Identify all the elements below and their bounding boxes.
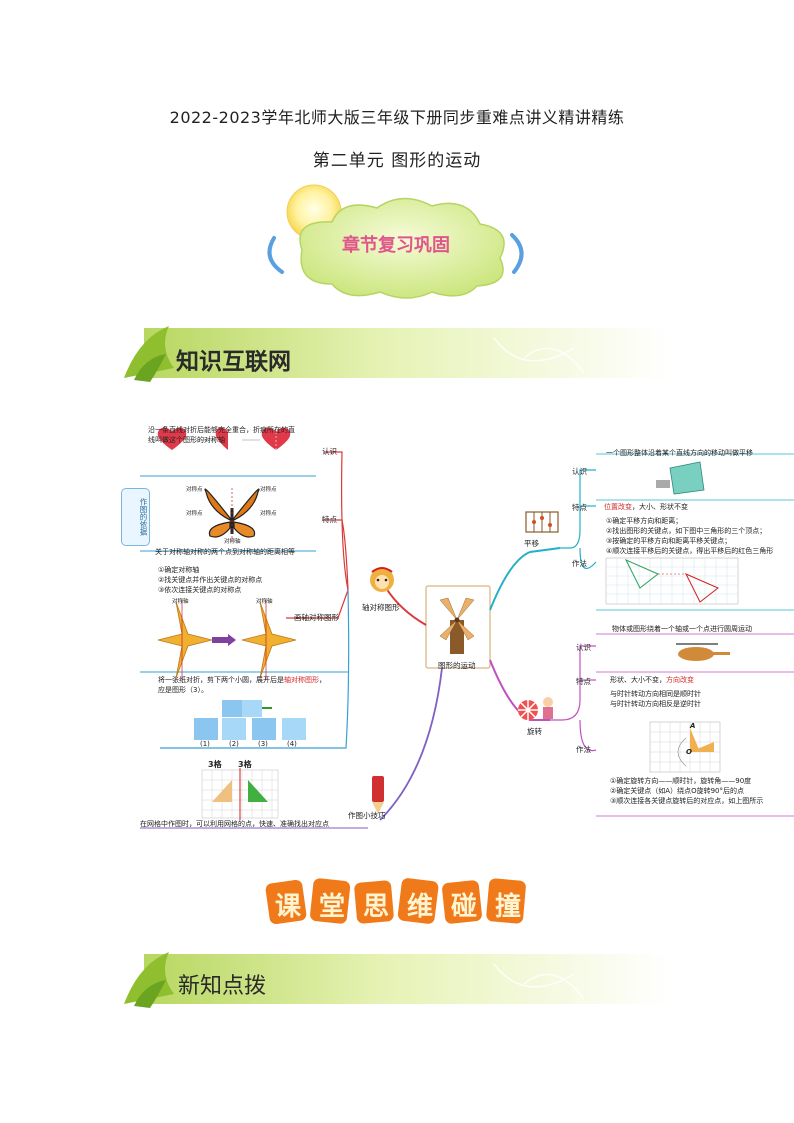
chapter-badge-label: 章节复习巩固: [342, 235, 450, 256]
fold-answer: 应是图形（3）。: [158, 686, 208, 694]
mind-map: [140, 424, 794, 829]
translation-label: 平移: [524, 539, 539, 548]
translation-step-1: ①确定平移方向和距离；: [606, 517, 683, 525]
butterfly-icon: [204, 488, 260, 542]
chapter-badge-graphic: [267, 184, 524, 299]
translation-grid: [605, 557, 739, 605]
knowledge-net-banner: [124, 326, 670, 382]
rotation-recognize-text: 物体或图形绕着一个轴或一个点进行圆周运动: [612, 625, 752, 633]
butterfly-label-point-4: 对称点: [260, 511, 277, 517]
translation-feature-label: 特点: [572, 503, 587, 512]
rotation-label: 旋转: [527, 727, 542, 736]
classroom-char-5: 碰: [451, 892, 478, 922]
abacus-icon: [525, 511, 559, 533]
windmill-icon: [439, 597, 475, 654]
helicopter-icon: [676, 643, 730, 661]
heart-fold-sequence: [157, 424, 291, 454]
classroom-char-3: 思: [363, 892, 390, 922]
tips-grid-label-right: 3格: [238, 760, 252, 769]
rotation-point-a: A: [690, 722, 696, 730]
translation-step-3: ③按确定的平移方向和距离平移关键点；: [606, 537, 732, 545]
unit-title: 第二单元 图形的运动: [312, 151, 482, 171]
monkey-icon: [370, 567, 394, 592]
fold-option-images: [194, 700, 306, 740]
butterfly-label-point-2: 对称点: [260, 487, 277, 493]
draw-step-1: ①确定对称轴: [158, 566, 200, 574]
tips-grid: [201, 768, 279, 820]
translation-recognize-text: 一个图形整体沿着某个直线方向的移动叫做平移: [606, 449, 753, 457]
draw-axis-label: 画轴对称图形: [294, 613, 339, 622]
fold-question: 将一张纸对折，剪下两个小圆，展开后是轴对称图形，: [158, 676, 326, 684]
draw-axis-label-right: 对称轴: [256, 599, 273, 605]
fold-option-2: (2): [229, 740, 239, 748]
classroom-char-4: 维: [407, 892, 434, 922]
center-node-label: 图形的运动: [438, 661, 476, 670]
spinner-icon: [518, 700, 538, 720]
rotation-grid: [649, 721, 721, 773]
rotation-method-label: 作法: [576, 745, 591, 754]
axis-recognize-label: 认识: [322, 447, 337, 456]
translation-step-2: ②找出图形的关键点，如下图中三角形的三个顶点；: [606, 527, 767, 535]
rotation-step-2: ②确定关键点（如A）绕点O旋转90°后的点: [610, 787, 744, 795]
rotation-feature-label: 特点: [576, 677, 591, 686]
axis-recognize-text-2: 线叫做这个图形的对称轴: [148, 436, 225, 444]
rotation-point-o: O: [686, 748, 692, 756]
fold-option-3: (3): [258, 740, 268, 748]
drawing-basis-box: 作图的依据: [121, 488, 150, 546]
tips-label: 作图小技巧: [348, 811, 386, 820]
draw-axis-label-left: 对称轴: [172, 599, 189, 605]
butterfly-label-point-3: 对称点: [186, 511, 203, 517]
translation-recognize-label: 认识: [572, 467, 587, 476]
sliding-box-icon: [656, 461, 705, 495]
axis-recognize-text-1: 沿一条直线对折后能够完全重合，折痕所在的直: [148, 426, 295, 434]
tips-grid-label-left: 3格: [208, 760, 222, 769]
star-shape-left: [157, 600, 213, 680]
new-points-banner: [124, 952, 670, 1008]
classroom-title: 课 堂 思 维 碰 撞: [258, 872, 538, 932]
draw-step-2: ②找关键点并作出关键点的对称点: [158, 576, 263, 584]
butterfly-label-point-1: 对称点: [186, 487, 203, 493]
classroom-char-1: 课: [275, 892, 302, 922]
classroom-char-2: 堂: [319, 892, 346, 922]
axis-feature-label: 特点: [322, 515, 337, 524]
translation-method-label: 作法: [572, 559, 587, 568]
fold-option-1: (1): [200, 740, 210, 748]
rotation-step-1: ①确定旋转方向——顺时针，旋转角——90度: [610, 777, 752, 785]
rotation-step-3: ③顺次连接各关键点旋转后的对应点，如上图所示: [610, 797, 764, 805]
document-title: 2022-2023学年北师大版三年级下册同步重难点讲义精讲精练: [169, 108, 625, 127]
translation-feature-text: 位置改变，大小、形状不变: [604, 503, 688, 511]
axis-feature-text: 关于对称轴对称的两个点到对称轴的距离相等: [155, 548, 295, 556]
rotation-intro-2: 与时针转动方向相反是逆时针: [610, 700, 701, 708]
new-points-title: 新知点拨: [178, 974, 267, 999]
girl-icon: [543, 697, 553, 719]
draw-step-3: ③依次连接关键点的对称点: [158, 586, 242, 594]
butterfly-label-axis: 对称轴: [224, 539, 241, 545]
pencil-icon: [372, 776, 384, 814]
translation-step-4: ④顺次连接平移后的关键点，得出平移后的红色三角形: [606, 547, 774, 555]
rotation-recognize-label: 认识: [576, 643, 591, 652]
axis-symmetry-label: 轴对称图形: [362, 603, 400, 612]
classroom-char-6: 撞: [495, 892, 522, 922]
fold-option-4: (4): [287, 740, 297, 748]
rotation-feature-text: 形状、大小不变，方向改变: [610, 676, 694, 684]
tips-text: 在网格中作图时，可以利用网格的点，快速、准确找出对应点: [140, 820, 329, 828]
star-shape-right: [241, 600, 297, 680]
knowledge-net-title: 知识互联网: [176, 349, 291, 375]
rotation-intro-1: 与时针转动方向相同是顺时针: [610, 690, 701, 698]
